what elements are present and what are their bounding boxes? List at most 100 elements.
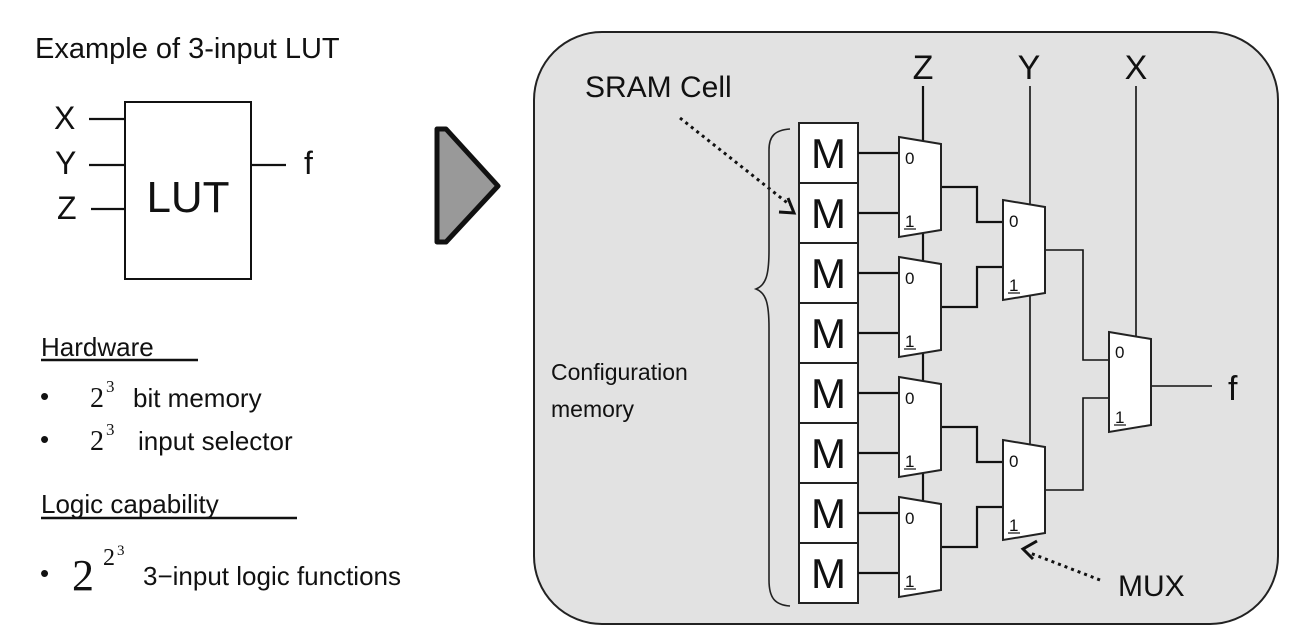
logic-bullet-1: • 2 2 3 3−input logic functions [40,543,401,600]
memory-cell-label: M [811,250,846,297]
sram-pointer-line [679,116,791,207]
bullet-dot: • [40,424,49,454]
memory-cell-box [798,242,859,304]
output-f-label-panel: f [1228,370,1238,408]
input-z-label: Z [57,190,77,226]
mux-input-1-label: 1 [905,452,914,471]
triangle-right-icon [434,126,501,245]
memory-cell-label: M [811,130,846,177]
lut-label: LUT [146,173,229,222]
sram-cell-label: SRAM Cell [585,71,732,104]
memory-cell-label: M [811,190,846,237]
mux-interconnect-wire [941,265,1003,309]
mux-level2-2: 01 [1002,438,1046,542]
memory-cell-label: M [811,550,846,597]
memory-cell-label: M [811,310,846,357]
mux-interconnect-wire [941,185,1003,224]
mux-body [898,495,942,599]
mux-level2-1: 01 [1002,198,1046,302]
sram-memory-cell: M [798,542,859,604]
mux-label: MUX [1118,570,1185,603]
mux-level1-2: 01 [898,255,942,359]
title: Example of 3-input LUT [35,33,340,65]
memory-cell-box [798,182,859,244]
sram-memory-cell: M [798,122,859,184]
sram-memory-cell: M [798,302,859,364]
mux-input-1-label: 1 [1009,276,1018,295]
lut-box [124,101,252,280]
power-base: 2 [72,551,94,600]
mux-input-0-label: 0 [1009,212,1018,231]
mux-input-1-label: 1 [905,212,914,231]
wires [858,151,1109,575]
hardware-bullet-1: • 2 3 bit memory [40,377,262,414]
config-memory-label-line2: memory [551,396,635,422]
hardware-bullet-2: • 2 3 input selector [40,420,293,457]
memory-cell-label: M [811,490,846,537]
config-memory-brace [753,128,791,607]
mux-arrowhead-icon [1020,539,1038,561]
mux-body [898,255,942,359]
mux-body [1002,198,1046,302]
mux-body [898,135,942,239]
sram-memory-cell: M [798,362,859,424]
memory-cell-box [798,362,859,424]
power-exponent: 3 [106,377,115,396]
mux-interconnect-wire [941,425,1003,464]
selector-z-label: Z [913,49,934,87]
mux-level3: 01 [1108,330,1152,434]
bullet-dot: • [40,558,49,588]
input-x-label: X [54,100,75,136]
power-exponent: 2 [103,545,115,571]
power-exponent: 3 [106,420,115,439]
mux-interconnect-wire [1045,249,1109,361]
selector-y-label: Y [1018,49,1041,87]
memory-cell-box [798,482,859,544]
sram-memory-cell: M [798,182,859,244]
mux-body [1108,330,1152,434]
mux-input-1-label: 1 [905,332,914,351]
mux-input-0-label: 0 [905,509,914,528]
power-base: 2 [90,383,104,414]
sram-memory-cell: M [798,422,859,484]
logic-heading: Logic capability [41,489,219,519]
selector-x-label: X [1125,49,1148,87]
mux-level1-3: 01 [898,375,942,479]
mux-level1-1: 01 [898,135,942,239]
mux-input-1-label: 1 [905,572,914,591]
sram-memory-cell: M [798,482,859,544]
bullet-dot: • [40,381,49,411]
lut-block: LUT X Y Z f [54,100,313,280]
mux-input-0-label: 0 [1009,452,1018,471]
memory-cell-label: M [811,370,846,417]
mux-interconnect-wire [941,505,1003,549]
memory-cell-label: M [811,430,846,477]
bullet-text: input selector [138,426,293,456]
input-y-label: Y [55,145,76,181]
sram-arrowhead-icon [778,197,797,215]
power-base: 2 [90,426,104,457]
mux-level1-4: 01 [898,495,942,599]
mux-input-0-label: 0 [1115,343,1124,362]
memory-cell-box [798,302,859,364]
mux-interconnect-wire [1045,397,1109,491]
mux-input-0-label: 0 [905,389,914,408]
bullet-text: bit memory [133,383,262,413]
output-f-label: f [304,145,313,181]
mux-input-1-label: 1 [1115,408,1124,427]
config-memory-label-line1: Configuration [551,359,688,385]
mux-body [1002,438,1046,542]
bullet-text: 3−input logic functions [143,561,401,591]
memory-cell-box [798,542,859,604]
mux-body [898,375,942,479]
mux-pointer-line [1029,551,1101,582]
mux-input-1-label: 1 [1009,516,1018,535]
hardware-heading: Hardware [41,332,154,362]
mux-input-0-label: 0 [905,149,914,168]
sram-memory-cell: M [798,242,859,304]
mux-input-0-label: 0 [905,269,914,288]
power-exponent-2: 3 [117,543,125,559]
